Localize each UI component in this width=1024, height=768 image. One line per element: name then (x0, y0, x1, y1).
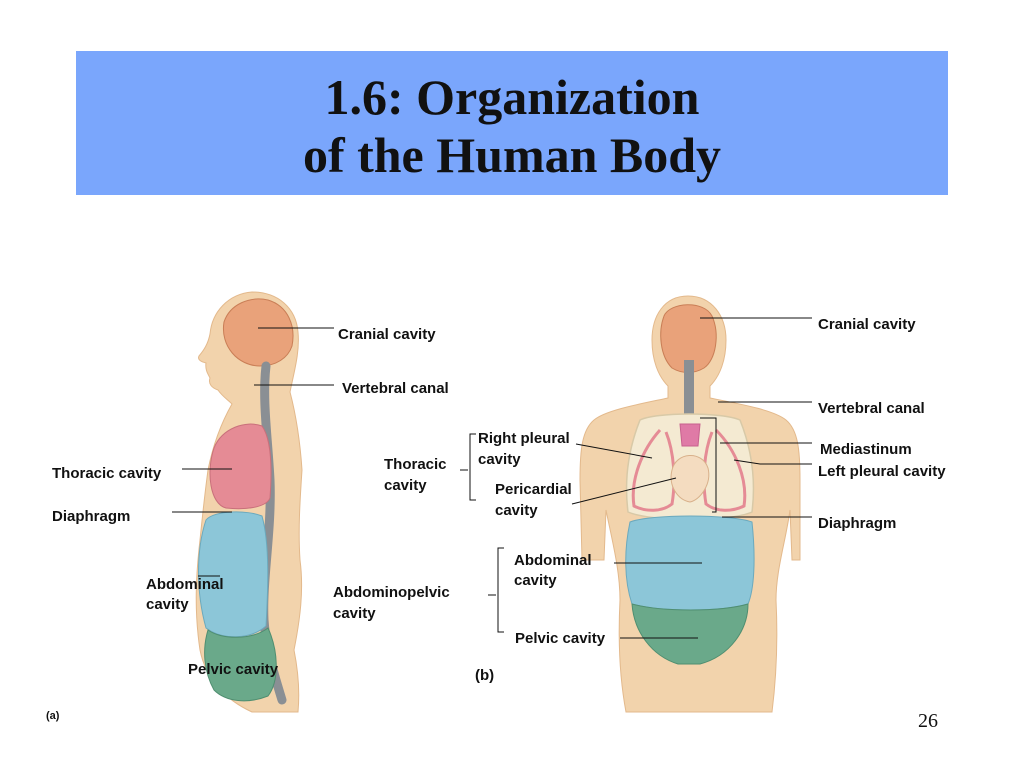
label-b-pelvic-cavity: Pelvic cavity (515, 630, 606, 647)
cranial-cavity-shape (222, 298, 294, 367)
label-b-pericardial-cavity-line1: Pericardial (495, 481, 572, 498)
label-a-abdominal-cavity-line1: Abdominal (146, 576, 224, 593)
label-b-right-pleural-cavity-line2: cavity (478, 451, 521, 468)
label-b-abdominopelvic-cavity-line2: cavity (333, 605, 376, 622)
anterior-vertebral-canal-shape (684, 360, 694, 422)
label-b-abdominal-cavity-line2: cavity (514, 572, 557, 589)
label-a-cranial-cavity: Cranial cavity (338, 326, 436, 343)
label-b-diaphragm: Diaphragm (818, 515, 897, 532)
leader-lines-a (172, 327, 334, 577)
abdominal-cavity-shape (198, 511, 269, 638)
label-b-abdominal-cavity-line1: Abdominal (514, 552, 592, 569)
pelvic-cavity-shape (204, 627, 277, 702)
slide-title-line-1: 1.6: Organization (324, 69, 700, 125)
leader-lines-b (460, 317, 812, 639)
label-a-abdominal-cavity-line2: cavity (146, 596, 189, 613)
label-b-thoracic-cavity-line2: cavity (384, 477, 427, 494)
mediastinum-shape (679, 423, 701, 447)
label-b-right-pleural-cavity-line1: Right pleural (478, 430, 570, 447)
label-a-vertebral-canal: Vertebral canal (342, 380, 449, 397)
anterior-body-figure (579, 295, 801, 713)
page-number: 26 (918, 710, 938, 732)
label-b-abdominopelvic-cavity-line1: Abdominopelvic (333, 584, 450, 601)
lateral-body-figure (195, 291, 303, 713)
label-a-thoracic-cavity: Thoracic cavity (52, 465, 162, 482)
label-a-diaphragm: Diaphragm (52, 508, 131, 525)
label-b-cranial-cavity: Cranial cavity (818, 316, 916, 333)
anterior-cranial-cavity-shape (660, 304, 717, 373)
pericardial-cavity-shape (670, 455, 710, 503)
label-b-mediastinum: Mediastinum (820, 441, 912, 458)
panel-label-a: (a) (46, 710, 60, 722)
thoracic-cavity-shape (209, 423, 272, 510)
title-banner: 1.6: Organization of the Human Body (76, 51, 948, 195)
panel-label-b: (b) (475, 667, 495, 684)
label-b-vertebral-canal: Vertebral canal (818, 400, 925, 417)
label-b-thoracic-cavity-line1: Thoracic (384, 456, 447, 473)
label-a-pelvic-cavity: Pelvic cavity (188, 661, 279, 678)
label-b-pericardial-cavity-line2: cavity (495, 502, 538, 519)
label-b-left-pleural-cavity: Left pleural cavity (818, 463, 946, 480)
anterior-pelvic-cavity-shape (631, 603, 749, 665)
slide-title-line-2: of the Human Body (302, 127, 722, 183)
